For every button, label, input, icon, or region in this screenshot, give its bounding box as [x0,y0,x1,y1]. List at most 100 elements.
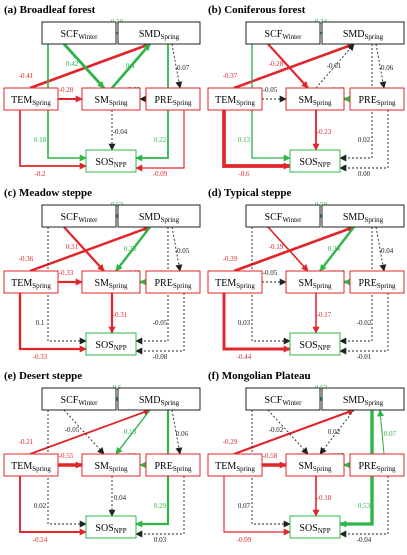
node-sm: SMSpring [285,87,345,111]
node-label: SMDSpring [139,395,180,407]
path-arrow-pre-to-sos [135,110,185,172]
coefficient-label: -0.04 [379,247,394,255]
path-arrow-tem-to-sos [222,110,291,170]
coefficient-label: 0.19 [111,18,124,26]
node-label: TEMSpring [215,95,255,107]
path-arrow-sm-to-smd [315,43,355,89]
coefficient-label: 0.34 [315,18,328,26]
node-sm: SMSpring [285,270,345,294]
path-arrow-tem-to-sos [19,110,87,170]
node-smd: SMDSpring [321,21,405,45]
coefficient-label: -0.05 [263,269,278,277]
coefficient-label: -0.01 [357,353,372,361]
path-arrow-tem-to-smd [233,225,355,273]
path-arrow-smd-to-sm [115,226,151,272]
node-label: SOSNPP [299,340,330,352]
path-arrow-scf-to-sos [251,227,291,345]
path-arrow-tem-to-sos [223,476,291,536]
path-arrow-pre-to-sos [339,476,389,538]
coefficient-label: -0.28 [269,60,284,68]
coefficient-label: 0.6 [113,384,122,392]
node-label: TEMSpring [215,278,255,290]
coefficient-label: -0.05 [175,247,190,255]
node-label: SCFWinter [265,212,303,224]
coefficient-label: -0.09 [237,536,252,544]
coefficient-label: 0.03 [154,536,167,544]
coefficient-label: -0.28 [59,86,74,94]
node-label: PRESpring [154,278,192,290]
coefficient-label: -0.06 [379,64,394,72]
panel-2: (b) Coniferous forest0.34-0.37-0.28-0.01… [207,4,405,178]
node-pre: PRESpring [349,453,405,477]
node-label: SOSNPP [299,523,330,535]
coefficient-label: -0.01 [327,62,342,70]
coefficient-label: -0.05 [153,319,168,327]
path-arrow-pre-to-sos [135,293,185,355]
node-pre: PRESpring [145,87,201,111]
node-smd: SMDSpring [117,204,201,228]
coefficient-label: 0.1 [36,319,45,327]
node-label: SCFWinter [61,395,99,407]
node-sos: SOSNPP [85,149,137,173]
node-sm: SMSpring [81,270,141,294]
node-label: SMSpring [94,461,128,473]
node-label: SOSNPP [299,157,330,169]
node-label: SMDSpring [343,212,384,224]
coefficient-label: -0.58 [263,452,278,460]
node-smd: SMDSpring [117,21,201,45]
path-arrow-smd-to-sos [135,410,170,528]
node-sos: SOSNPP [85,515,137,539]
node-label: SOSNPP [95,157,126,169]
node-label: TEMSpring [11,95,51,107]
path-arrow-tem-to-sos [222,293,291,353]
coefficient-label: 0.42 [66,60,79,68]
coefficient-label: 0.62 [315,384,328,392]
path-arrow-smd-to-sos [135,227,169,345]
node-label: SMDSpring [139,29,180,41]
coefficient-label: -0.39 [223,255,238,263]
node-label: SCFWinter [265,29,303,41]
path-arrow-smd-to-sos [339,227,373,345]
path-arrow-smd-to-pre [375,226,387,272]
path-arrow-smd-to-sos [339,44,373,162]
path-arrow-scf-to-sm [63,409,105,455]
panel-title: (d) Typical steppe [208,187,291,199]
node-label: PRESpring [358,278,396,290]
node-label: SMDSpring [343,395,384,407]
coefficient-label: 0.4 [126,62,135,70]
coefficient-label: -0.04 [113,128,128,136]
coefficient-label: -0.55 [59,452,74,460]
coefficient-label: 0.31 [66,243,79,251]
node-scf: SCFWinter [41,204,117,228]
coefficient-label: -0.2 [34,170,46,178]
node-label: SMDSpring [343,29,384,41]
node-tem: TEMSpring [207,270,263,294]
coefficient-label: -0.21 [19,438,34,446]
coefficient-label: 0.02 [34,502,47,510]
coefficient-label: 0.22 [154,136,167,144]
node-pre: PRESpring [145,270,201,294]
node-label: SMSpring [94,95,128,107]
node-smd: SMDSpring [321,387,405,411]
coefficient-label: 0.53 [358,502,371,510]
node-label: SCFWinter [61,29,99,41]
coefficient-label: 0.04 [114,494,127,502]
panel-title: (c) Meadow steppe [4,187,92,199]
node-tem: TEMSpring [3,270,59,294]
path-arrow-scf-to-sos [47,410,87,528]
coefficient-label: -0.29 [223,438,238,446]
path-arrow-tem-to-sos [18,293,87,353]
coefficient-label: 0.02 [358,136,371,144]
coefficient-label: 0.33 [124,245,137,253]
coefficient-label: -0.02 [269,426,284,434]
coefficient-label: 0.06 [176,430,189,438]
node-scf: SCFWinter [245,204,321,228]
coefficient-label: 0.13 [124,428,137,436]
node-label: SCFWinter [61,212,99,224]
path-arrow-smd-to-sm [115,409,151,455]
path-arrow-tem-to-sos [19,476,87,536]
